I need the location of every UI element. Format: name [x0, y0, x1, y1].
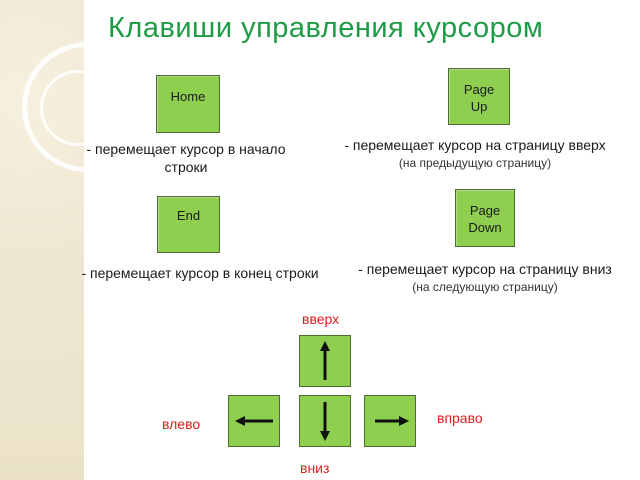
decorative-ring — [40, 70, 116, 146]
decorative-line — [90, 0, 91, 480]
page-up-key-label-line1: Page — [463, 82, 495, 97]
page-up-key: Page Up — [448, 68, 510, 125]
end-key-label: End — [176, 208, 201, 223]
page-down-key-label-line1: Page — [469, 203, 501, 218]
arrow-up-key — [299, 335, 351, 387]
decorative-ring — [22, 42, 152, 172]
slide-title: Клавиши управления курсором — [108, 12, 544, 44]
decorative-side-panel — [0, 0, 152, 480]
arrow-up-label: вверх — [302, 311, 340, 327]
page-up-note: (на предыдущую страницу) — [398, 156, 552, 170]
arrow-up-icon — [320, 341, 330, 380]
end-description: - перемещает курсор в конец строки — [81, 265, 319, 281]
home-key-label: Home — [170, 89, 206, 104]
page-up-desc-text: - перемещает курсор на страницу вверх — [344, 137, 606, 153]
arrow-left-label: влево — [162, 416, 201, 432]
arrow-right-icon — [375, 416, 409, 426]
page-down-note: (на следующую страницу) — [412, 280, 558, 294]
arrow-right-label: вправо — [437, 410, 483, 426]
arrow-down-key — [299, 395, 351, 447]
page-down-description: - перемещает курсор на страницу вниз (на… — [340, 260, 630, 296]
page-down-desc-text: - перемещает курсор на страницу вниз — [358, 261, 612, 277]
decorative-line — [84, 0, 86, 480]
page-down-key-label-line2: Down — [468, 220, 502, 235]
arrow-down-icon — [320, 402, 330, 441]
home-key: Home — [156, 75, 220, 133]
arrow-right-key — [364, 395, 416, 447]
end-key: End — [157, 196, 220, 253]
home-description: - перемещает курсор в начало строки — [86, 141, 286, 175]
arrow-left-icon — [235, 416, 273, 426]
arrow-left-key — [228, 395, 280, 447]
page-down-key: Page Down — [455, 189, 515, 247]
arrow-down-label: вниз — [300, 460, 330, 476]
page-up-key-label-line2: Up — [470, 99, 488, 114]
page-up-description: - перемещает курсор на страницу вверх (н… — [320, 136, 630, 172]
